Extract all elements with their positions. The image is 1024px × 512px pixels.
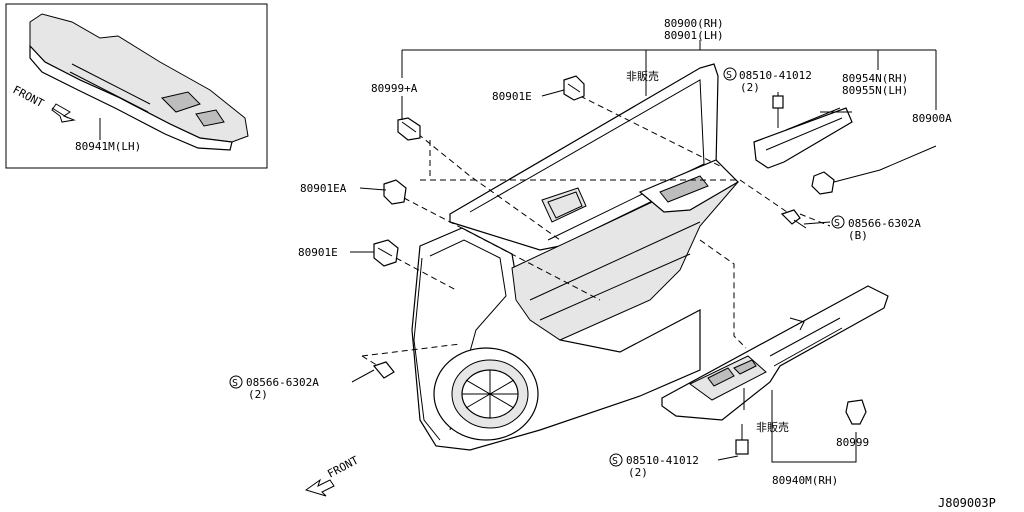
switch-finisher-rh — [661, 285, 889, 421]
inset-front-arrow-icon — [51, 103, 76, 123]
label-main-panel-rh: 80900(RH) — [664, 17, 724, 30]
clip-80901e-top-icon — [563, 75, 585, 101]
label-clip-80999: 80999 — [836, 436, 869, 449]
speaker-grille — [433, 347, 539, 441]
clip-80999a-icon — [397, 117, 421, 141]
screw-left-icon — [372, 361, 395, 379]
front-arrow-icon — [304, 478, 335, 497]
clip-80900a-icon — [811, 171, 835, 195]
screw-bottom-icon — [735, 424, 749, 455]
label-screw-left-qty: (2) — [248, 388, 268, 401]
screw-left-label-group: S 08566-6302A (2) — [229, 375, 319, 401]
label-clip-80900a: 80900A — [912, 112, 952, 125]
label-bracket-rh: 80954N(RH) — [842, 72, 908, 85]
label-screw-left-code: 08566-6302A — [246, 376, 319, 389]
screw-symbol-icon — [229, 375, 243, 389]
screw-symbol: S — [612, 456, 618, 467]
leader-lines — [350, 89, 937, 463]
clip-80901e-mid-icon — [373, 239, 399, 267]
screw-bottom-label-group: S 08510-41012 (2) — [609, 453, 699, 479]
label-screw-right-qty: (B) — [848, 229, 868, 242]
screw-right-label-group: S 08566-6302A (B) — [831, 215, 921, 242]
label-switch-finisher-rh: 80940M(RH) — [772, 474, 838, 487]
screw-top-label-group: S 08510-41012 (2) — [723, 67, 812, 94]
label-clip-80901ea: 80901EA — [300, 182, 347, 195]
screw-right-icon — [780, 209, 807, 229]
screw-symbol-icon — [723, 67, 737, 81]
top-bracket-lines — [401, 40, 937, 110]
label-bracket-lh: 80955N(LH) — [842, 84, 908, 97]
label-front-main: FRONT — [325, 453, 361, 480]
door-handle-recess — [541, 187, 587, 223]
clip-80901ea-icon — [383, 179, 407, 205]
label-screw-right-code: 08566-6302A — [848, 217, 921, 230]
label-main-panel-lh: 80901(LH) — [664, 29, 724, 42]
label-clip-80999a: 80999+A — [371, 82, 418, 95]
screw-symbol-icon — [831, 215, 845, 229]
label-screw-bottom-qty: (2) — [628, 466, 648, 479]
diagram-id: J809003P — [938, 496, 996, 510]
clip-80999-icon — [845, 399, 867, 425]
label-screw-top-code: 08510-41012 — [739, 69, 812, 82]
assembly-lines — [361, 95, 831, 373]
label-screw-top-qty: (2) — [740, 81, 760, 94]
screw-top-icon — [772, 95, 784, 120]
inset-part-label: 80941M(LH) — [75, 140, 141, 153]
inset-border — [5, 3, 268, 169]
label-not-for-sale-top: 非販売 — [626, 70, 659, 83]
screw-symbol-icon — [609, 453, 623, 467]
screw-symbol: S — [726, 70, 732, 81]
label-clip-80901e-top: 80901E — [492, 90, 532, 103]
screw-symbol: S — [232, 378, 238, 389]
inset-armrest-illustration — [29, 13, 249, 151]
bracket-80954n — [753, 92, 853, 169]
door-trim-panel — [411, 63, 739, 451]
label-screw-bottom-code: 08510-41012 — [626, 454, 699, 467]
inset-front-label: FRONT — [11, 83, 47, 110]
label-not-for-sale-bottom: 非販売 — [756, 421, 789, 434]
label-clip-80901e-mid: 80901E — [298, 246, 338, 259]
inset-panel: FRONT 80941M(LH) — [5, 3, 268, 169]
screw-symbol: S — [834, 218, 840, 229]
